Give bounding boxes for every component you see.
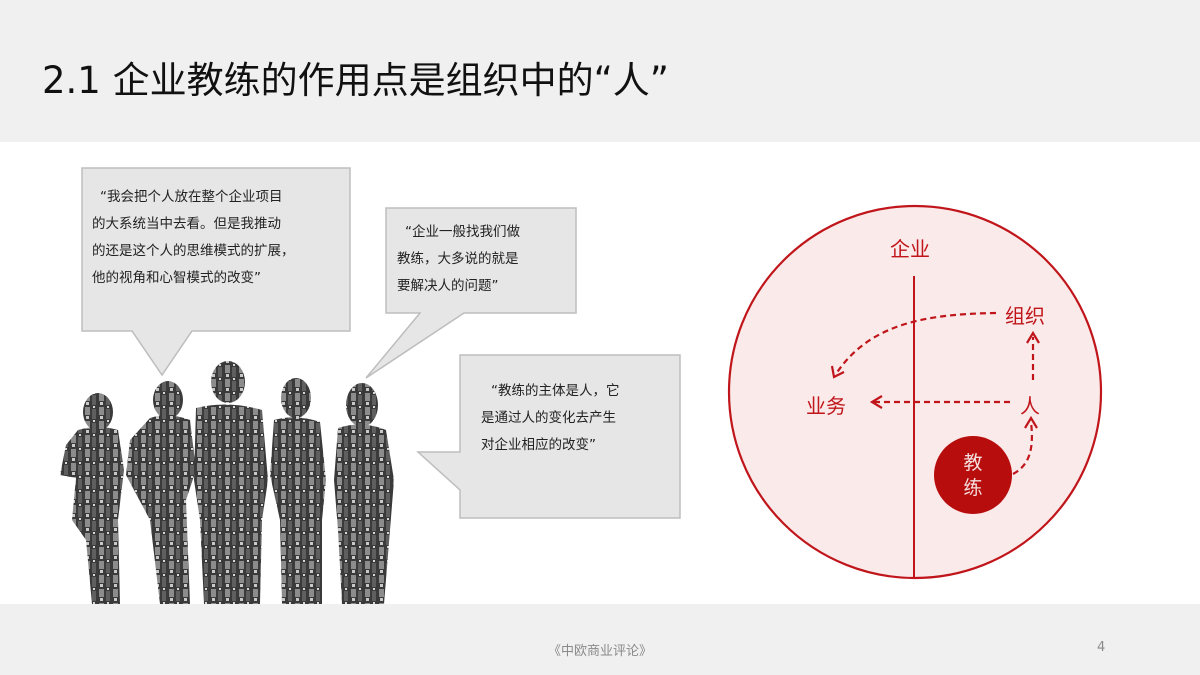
label-enterprise: 企业 xyxy=(890,237,930,261)
people-silhouettes xyxy=(60,361,394,604)
footer-source: 《中欧商业评论》 xyxy=(547,644,652,659)
footer-band: 《中欧商业评论》 4 xyxy=(0,604,1200,675)
quote-1-line: 的还是这个人的思维模式的扩展， xyxy=(92,243,295,259)
flow-arrows xyxy=(835,311,1035,475)
label-business: 业务 xyxy=(806,394,846,418)
quote-3: “教练的主体是人，它 是通过人的变化去产生 对企业相应的改变” xyxy=(481,378,676,459)
quote-3-line: 是通过人的变化去产生 xyxy=(481,410,616,426)
quote-1-line: 的大系统当中去看。但是我推动 xyxy=(92,216,281,232)
coach-circle xyxy=(934,436,1012,514)
coach-label-line: 练 xyxy=(963,477,983,499)
coach-label-line: 教 xyxy=(963,452,983,474)
page-number: 4 xyxy=(1097,640,1106,655)
speech-bubble-3 xyxy=(416,354,681,519)
arrow-coach-to-person xyxy=(1012,421,1033,475)
label-organization: 组织 xyxy=(1005,304,1045,328)
quote-2: “企业一般找我们做 教练，大多说的就是 要解决人的问题” xyxy=(397,219,572,300)
coach-label: 教 练 xyxy=(953,451,993,501)
label-person: 人 xyxy=(1020,394,1040,418)
arrowheads xyxy=(830,330,1040,429)
quote-1: “我会把个人放在整个企业项目 的大系统当中去看。但是我推动 的还是这个人的思维模… xyxy=(92,184,347,292)
quote-1-line: “我会把个人放在整个企业项目 xyxy=(100,189,283,205)
quote-2-line: 教练，大多说的就是 xyxy=(397,251,519,267)
quote-2-line: “企业一般找我们做 xyxy=(405,224,520,240)
speech-bubble-2 xyxy=(365,207,577,379)
speech-bubble-1 xyxy=(81,167,351,377)
page-title: 2.1 企业教练的作用点是组织中的“人” xyxy=(42,59,669,102)
quote-2-line: 要解决人的问题” xyxy=(397,278,499,294)
quote-1-line: 他的视角和心智模式的改变” xyxy=(92,270,261,286)
arrow-org-to-business xyxy=(835,311,997,375)
quote-3-line: 对企业相应的改变” xyxy=(481,437,596,453)
quote-3-line: “教练的主体是人，它 xyxy=(491,383,620,399)
header-band: 2.1 企业教练的作用点是组织中的“人” xyxy=(0,0,1200,142)
